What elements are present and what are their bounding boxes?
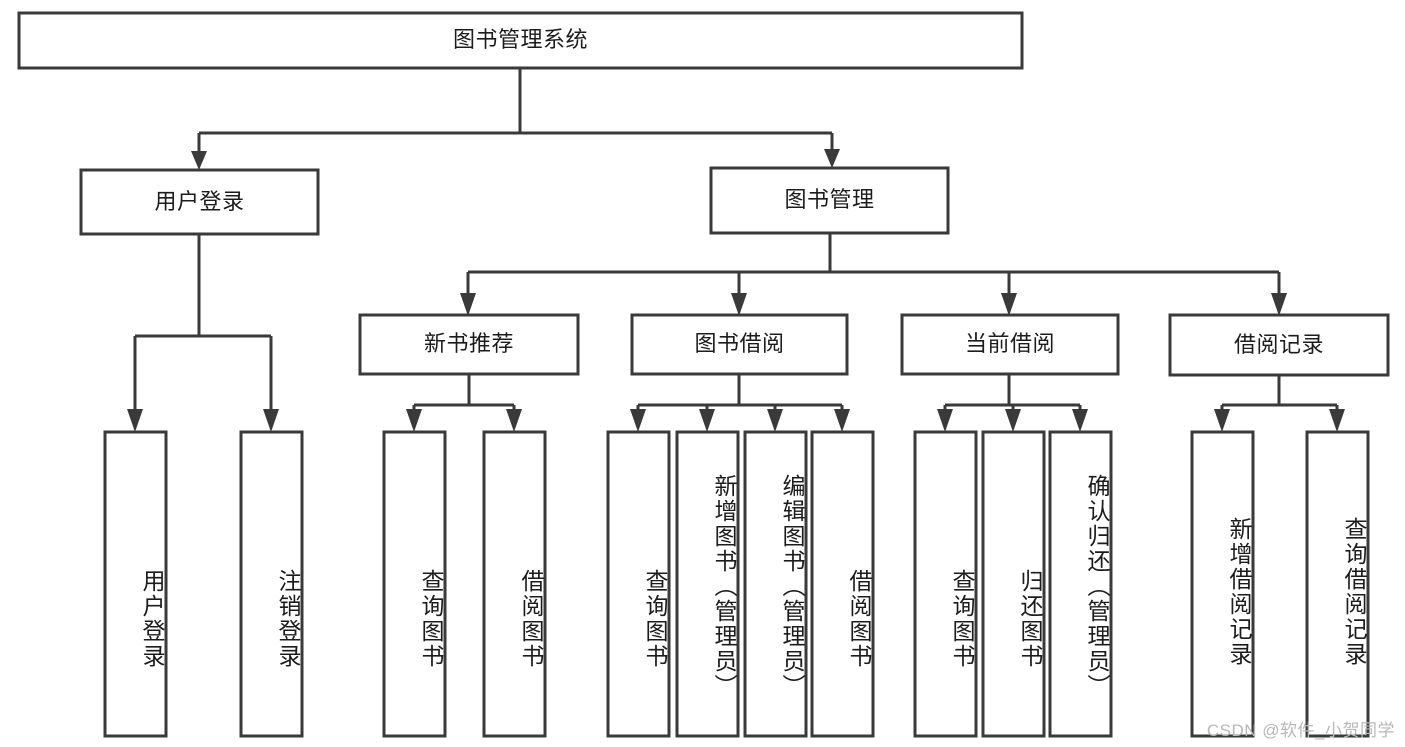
node-leaf-add-record-box[interactable]	[1190, 430, 1255, 738]
node-user-login-box[interactable]	[79, 168, 320, 236]
arrowhead-user-login	[191, 151, 207, 170]
node-leaf-query-book-2-box[interactable]	[606, 430, 671, 738]
node-book-manage-box[interactable]	[709, 166, 950, 235]
node-book-borrow-box[interactable]	[630, 313, 849, 376]
arrowhead-leaf-query-record	[1329, 409, 1345, 432]
arrowhead-book-borrow	[731, 293, 747, 316]
node-current-borrow-box[interactable]	[900, 313, 1120, 376]
arrowhead-leaf-borrow-book-1	[506, 409, 522, 432]
node-leaf-user-login-box[interactable]	[103, 430, 168, 738]
node-leaf-query-book-1-box[interactable]	[382, 430, 447, 738]
csdn-watermark: CSDN @软件_小贺同学	[1206, 721, 1395, 740]
arrowhead-leaf-add-record	[1214, 409, 1230, 432]
arrowhead-book-manage	[824, 149, 840, 168]
node-leaf-confirm-return-box[interactable]	[1048, 430, 1113, 738]
node-root-box[interactable]	[17, 11, 1024, 70]
arrowhead-current-borrow	[1001, 293, 1017, 316]
arrowhead-leaf-query-book-3	[937, 409, 953, 432]
arrowhead-leaf-add-book	[699, 409, 715, 432]
arrowhead-leaf-query-book-1	[406, 409, 422, 432]
node-borrow-record-box[interactable]	[1168, 313, 1390, 377]
node-leaf-borrow-book-1-box[interactable]	[482, 430, 547, 738]
arrowhead-leaf-user-login	[127, 409, 143, 432]
node-leaf-add-book-box[interactable]	[675, 430, 740, 738]
node-new-book-recommend-box[interactable]	[358, 313, 580, 376]
node-leaf-return-book-box[interactable]	[981, 430, 1046, 738]
arrowhead-leaf-return-book	[1005, 409, 1021, 432]
arrowhead-leaf-query-book-2	[630, 409, 646, 432]
arrowhead-new-book-recommend	[460, 293, 476, 316]
node-leaf-query-book-3-box[interactable]	[913, 430, 978, 738]
arrowhead-leaf-confirm-return	[1072, 409, 1088, 432]
arrowhead-leaf-user-logout	[263, 409, 279, 432]
arrowhead-borrow-record	[1271, 293, 1287, 316]
node-leaf-user-logout-box[interactable]	[239, 430, 304, 738]
arrowhead-leaf-edit-book	[767, 409, 783, 432]
node-leaf-query-record-box[interactable]	[1305, 430, 1370, 738]
node-leaf-edit-book-box[interactable]	[743, 430, 808, 738]
arrowhead-leaf-borrow-book-2	[834, 409, 850, 432]
node-leaf-borrow-book-2-box[interactable]	[810, 430, 875, 738]
